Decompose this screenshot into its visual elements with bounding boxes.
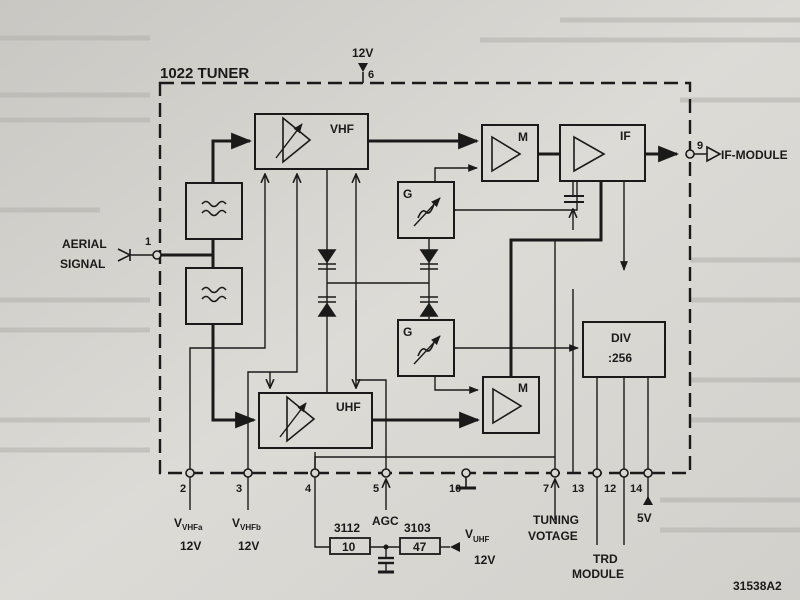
- vhfa-volt-label: 12V: [180, 539, 201, 553]
- trd-label-line1: TRD: [593, 552, 618, 566]
- if-amp-icon: [573, 135, 606, 173]
- resistor-3112: [329, 537, 371, 555]
- bottom-labels: V VHFa 12V V VHFb 12V AGC TUNING VOTAGE …: [174, 511, 652, 581]
- resistor-3103-ref: 3103: [404, 521, 431, 535]
- tuning-label-line1: TUNING: [533, 513, 579, 527]
- uhf-label: UHF: [336, 400, 361, 414]
- resistor-3103-value: 47: [413, 540, 427, 554]
- background-text-lines: [0, 17, 800, 533]
- oscillator-bottom-label: G: [403, 325, 412, 339]
- supply-voltage: 12V: [352, 46, 373, 60]
- pin-14: 14: [630, 468, 653, 505]
- mixer-amp-icon: [492, 387, 523, 425]
- bandpass-filter-icon: [201, 200, 227, 217]
- pin-12: 12: [604, 468, 629, 545]
- pin-3-label: 3: [236, 483, 242, 495]
- divider-label-line2: :256: [608, 351, 632, 365]
- pin-13: 13: [572, 468, 602, 545]
- pin-2: 2: [180, 468, 195, 510]
- bottom-pins: 2 3 4 5 10 7 13: [180, 468, 653, 545]
- aerial-label-line1: AERIAL: [62, 237, 107, 251]
- vhfb-v-label: V: [232, 516, 240, 530]
- vhfb-volt-label: 12V: [238, 539, 259, 553]
- pin-5-label: 5: [373, 483, 379, 495]
- if-module-label: IF-MODULE: [721, 148, 788, 162]
- pin-13-label: 13: [572, 483, 584, 495]
- varicap-diodes: [317, 249, 439, 317]
- oscillator-icon: [417, 341, 435, 357]
- if-label: IF: [620, 129, 631, 143]
- vhf-label: VHF: [330, 122, 354, 136]
- capacitor-icon: [378, 547, 394, 574]
- vhfa-sub-label: VHFa: [182, 523, 203, 532]
- trd-label-line2: MODULE: [572, 567, 624, 581]
- mixer-amp-icon: [491, 135, 522, 173]
- vuhf-sub-label: UHF: [473, 535, 490, 544]
- aerial-label-line2: SIGNAL: [60, 257, 105, 271]
- pin-10: 10: [449, 468, 476, 495]
- five-volt-label: 5V: [637, 511, 652, 525]
- mixer-top-label: M: [518, 130, 528, 144]
- pin-14-label: 14: [630, 483, 643, 495]
- input-connector-icon: [117, 248, 153, 262]
- divider-block: DIV :256: [582, 321, 666, 378]
- if-tuning-capacitor: [564, 181, 584, 230]
- pin-3: 3: [236, 468, 253, 510]
- pin-7-label: 7: [543, 483, 549, 495]
- pin-10-label: 10: [449, 483, 461, 495]
- pin-2-label: 2: [180, 483, 186, 495]
- pin-6-label: 6: [368, 69, 374, 81]
- agc-label: AGC: [372, 514, 399, 528]
- vhfa-v-label: V: [174, 516, 182, 530]
- resistor-3103: [399, 537, 441, 555]
- signal-paths: [157, 132, 680, 429]
- aerial-input: AERIAL SIGNAL 1: [60, 236, 162, 271]
- module-title: 1022 TUNER: [160, 65, 249, 82]
- figure-code: 31538A2: [733, 579, 782, 593]
- vuhf-volt-label: 12V: [474, 553, 495, 567]
- tuning-label-line2: VOTAGE: [528, 529, 578, 543]
- pin-12-label: 12: [604, 483, 616, 495]
- output-if-module: 9 IF-MODULE: [685, 140, 788, 163]
- mixer-bottom-label: M: [518, 381, 528, 395]
- control-lines: [189, 168, 649, 473]
- pin-7: 7: [543, 468, 560, 520]
- oscillator-top-label: G: [403, 187, 412, 201]
- resistor-3112-ref: 3112: [334, 521, 360, 535]
- bandpass-filter-icon: [201, 286, 227, 303]
- pin-4-label: 4: [305, 483, 312, 495]
- pin-5: 5: [373, 468, 391, 510]
- vhfb-sub-label: VHFb: [240, 523, 261, 532]
- pin-1-label: 1: [145, 236, 151, 248]
- supply-pin-6: 12V 6: [352, 46, 374, 83]
- oscillator-icon: [417, 203, 435, 219]
- vuhf-v-label: V: [465, 527, 473, 541]
- resistor-network: 3112 10 3103 47: [314, 477, 460, 574]
- module-outline: [158, 81, 692, 475]
- divider-label-line1: DIV: [611, 331, 631, 345]
- pin-9-label: 9: [697, 140, 703, 152]
- resistor-3112-value: 10: [342, 540, 356, 554]
- vhf-block: VHF: [254, 113, 369, 170]
